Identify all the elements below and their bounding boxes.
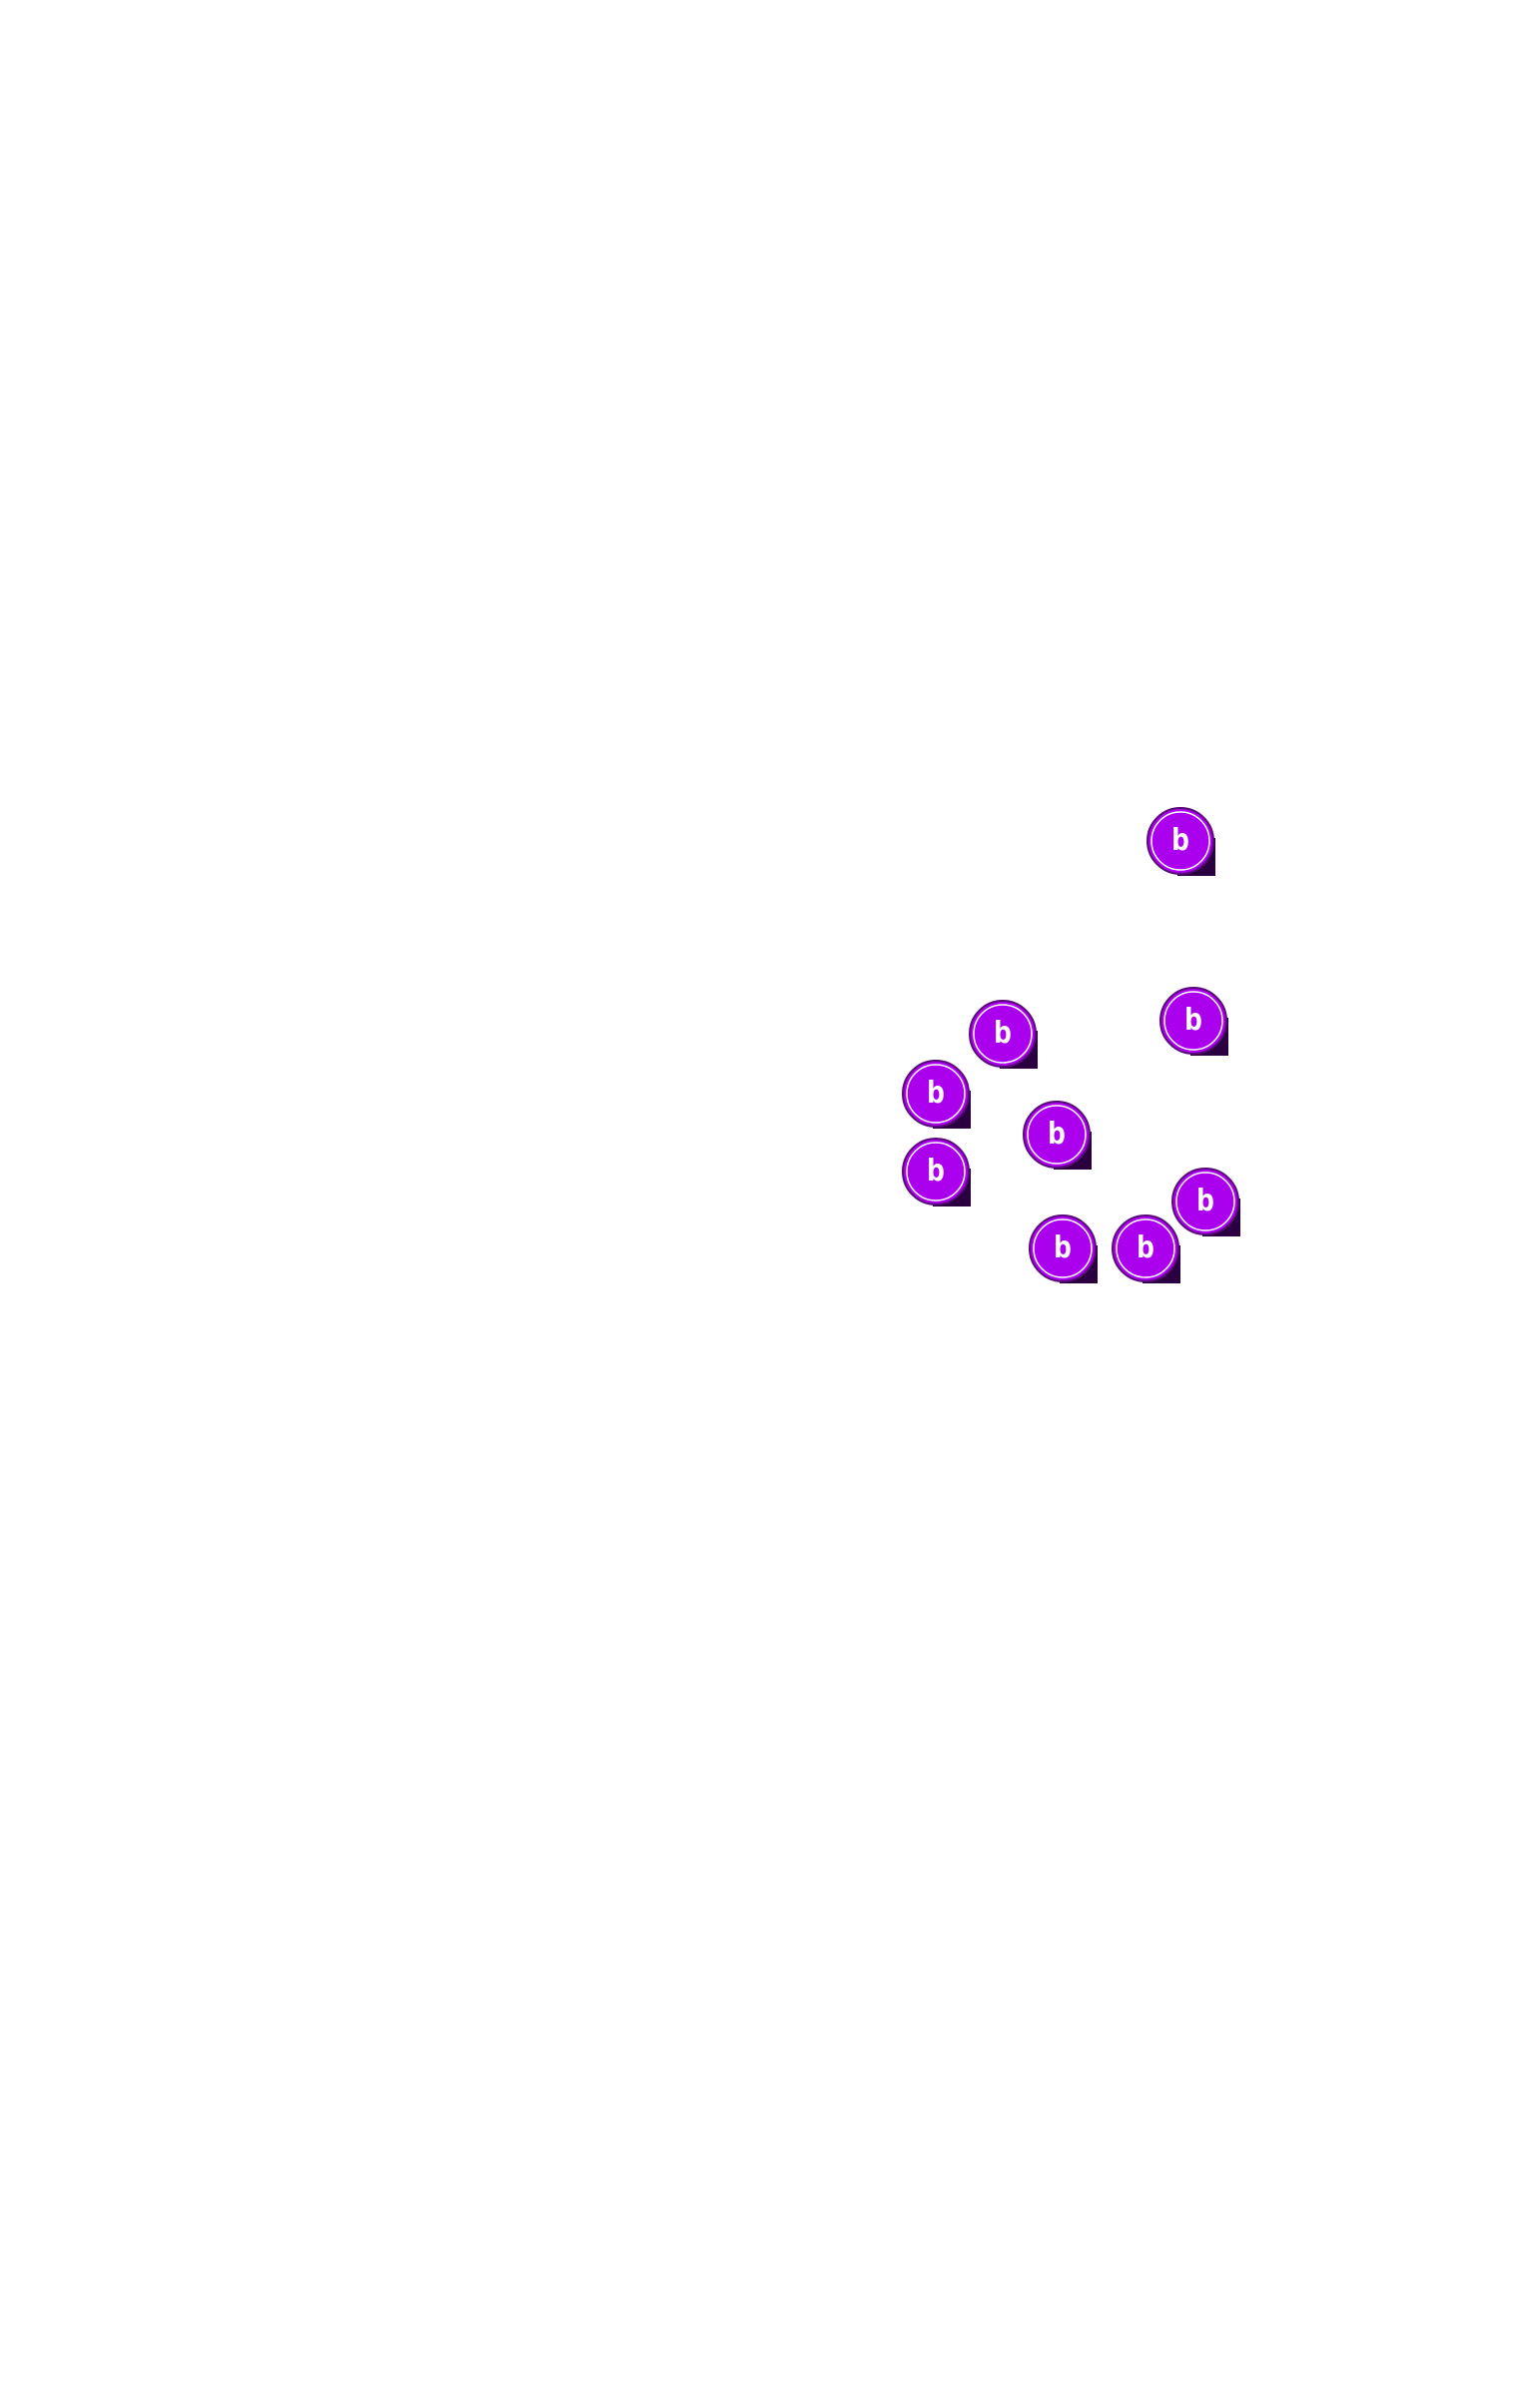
map-marker-9[interactable]: b [1112,1214,1182,1285]
map-marker-1[interactable]: b [1147,807,1217,878]
map-marker-8[interactable]: b [1029,1214,1100,1285]
map-pin-b-icon [1171,1168,1240,1236]
map-pin-b-icon [1159,987,1228,1056]
map-pin-b-icon [1112,1214,1180,1283]
map-marker-7[interactable]: b [1171,1168,1242,1238]
map-marker-3[interactable]: b [969,1000,1040,1071]
map-pin-b-icon [1023,1101,1092,1170]
map-pin-b-icon [1147,807,1215,876]
map-marker-2[interactable]: b [1159,987,1230,1058]
map-marker-4[interactable]: b [902,1060,973,1131]
map-pin-b-icon [1029,1214,1098,1283]
map-pin-b-icon [902,1060,971,1129]
map-marker-6[interactable]: b [902,1138,973,1208]
map-pin-b-icon [902,1138,971,1206]
map-pin-b-icon [969,1000,1038,1069]
map-marker-5[interactable]: b [1023,1101,1094,1172]
